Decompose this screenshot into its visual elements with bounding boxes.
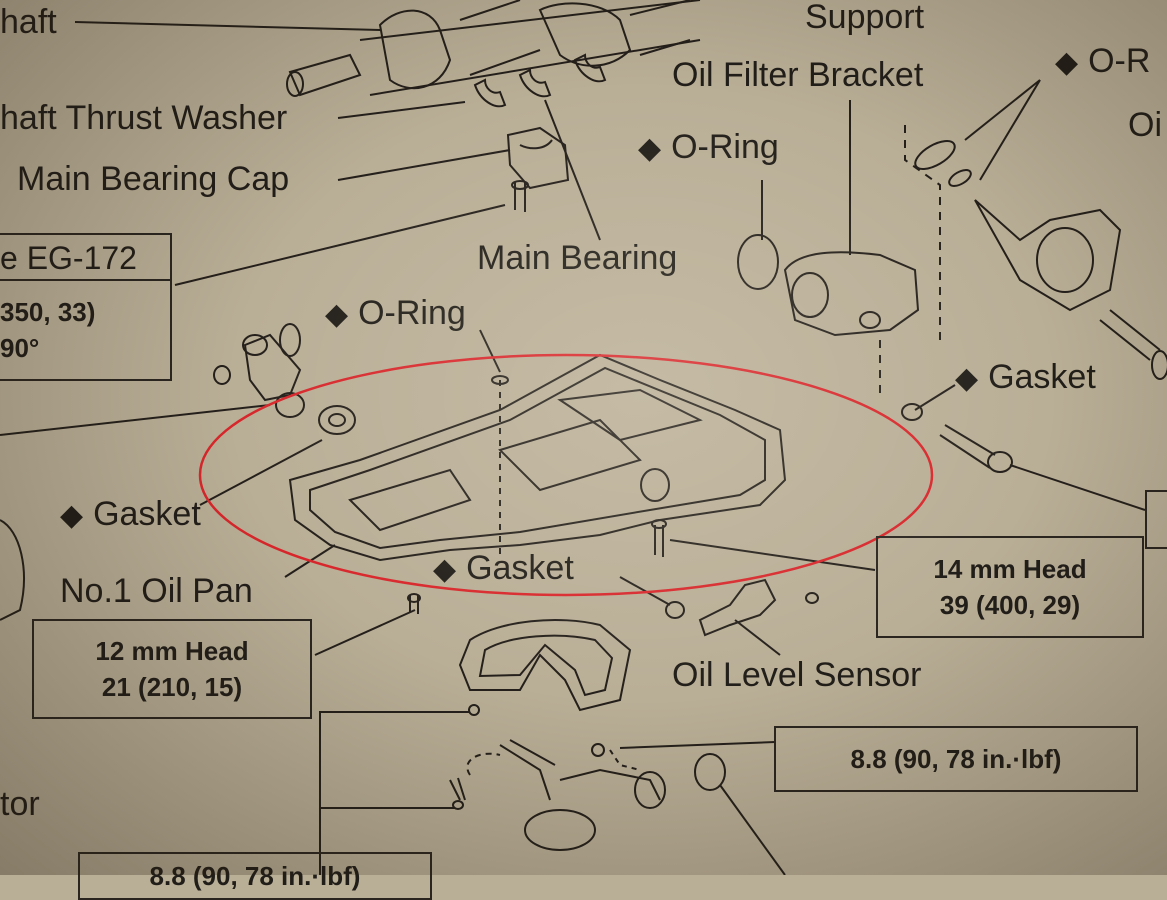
label-o-ring-top-right-text: O-R <box>1088 42 1151 80</box>
leader-bottom-right <box>719 784 786 875</box>
leader-main-bearing-cap <box>337 149 511 181</box>
torque-box-8-8-bottom: 8.8 (90, 78 in.·lbf) <box>78 852 432 900</box>
label-oil-filter-bracket: Oil Filter Bracket <box>672 56 924 94</box>
diamond-icon: ◆ <box>638 132 662 165</box>
oil-cooler-drawing <box>914 140 1167 380</box>
eg-torque-line-1: 350, 33) <box>0 296 96 327</box>
label-thrust-washer: haft Thrust Washer <box>0 99 288 137</box>
eg-torque-line-2: 90° <box>0 333 40 363</box>
oil-strainer-drawing <box>449 739 726 851</box>
main-bearing-cap-drawing <box>506 126 570 212</box>
torque-box-14mm-line-2: 39 (400, 29) <box>939 590 1081 620</box>
leader-o-ring-tr-a <box>964 79 1041 141</box>
leader-eg-box <box>174 204 506 286</box>
label-o-ring-top-right-2: Oi <box>1128 106 1162 144</box>
diamond-icon: ◆ <box>60 499 84 532</box>
diamond-icon: ◆ <box>1055 46 1079 79</box>
label-main-bearing-cap: Main Bearing Cap <box>17 160 290 198</box>
leader-bracket-bottom-left <box>319 711 470 875</box>
leader-o-ring-pan <box>479 329 501 373</box>
torque-box-14mm-line-1: 14 mm Head <box>933 553 1087 584</box>
label-gasket-right-text: Gasket <box>988 358 1096 396</box>
leader-gasket-right <box>914 384 956 411</box>
label-gasket-left-text: Gasket <box>93 495 201 533</box>
label-o-ring-filter-text: O-Ring <box>671 128 779 166</box>
oil-level-sensor-drawing <box>665 578 819 637</box>
leader-oil-level-sensor <box>734 619 781 656</box>
eg-torque-box: 350, 33) 90° <box>0 279 172 381</box>
torque-box-12mm: 12 mm Head 21 (210, 15) <box>32 619 312 719</box>
leader-o-ring-tr-b <box>979 79 1041 181</box>
label-support: Support <box>805 0 925 36</box>
label-gasket-right: ◆ Gasket <box>955 360 1096 394</box>
leader-left-edge <box>0 404 271 436</box>
leader-crankshaft <box>74 21 381 31</box>
highlight-ellipse <box>198 353 934 597</box>
torque-box-12mm-line-2: 21 (210, 15) <box>101 672 243 702</box>
thrust-washer-drawing <box>473 53 607 108</box>
label-strainer-partial: tor <box>0 785 40 823</box>
label-gasket-center-text: Gasket <box>466 549 574 587</box>
partial-box-right-edge <box>1145 490 1167 549</box>
label-o-ring-pan-text: O-Ring <box>358 294 466 332</box>
diamond-icon: ◆ <box>955 362 979 395</box>
label-gasket-left: ◆ Gasket <box>60 497 201 531</box>
diamond-icon: ◆ <box>433 553 457 586</box>
diamond-icon: ◆ <box>325 298 349 331</box>
torque-box-8-8-right-text: 8.8 (90, 78 in.·lbf) <box>850 743 1062 774</box>
right-bolt-drawing <box>901 403 1013 473</box>
label-o-ring-filter: ◆ O-Ring <box>638 130 779 164</box>
label-main-bearing: Main Bearing <box>477 239 678 277</box>
leader-88-right <box>619 741 776 749</box>
torque-box-14mm: 14 mm Head 39 (400, 29) <box>876 536 1144 638</box>
leader-thrust-washer <box>337 101 466 119</box>
eg-reference-box: e EG-172 <box>0 233 172 281</box>
label-gasket-center: ◆ Gasket <box>433 551 574 585</box>
torque-box-12mm-line-1: 12 mm Head <box>95 635 249 666</box>
label-oil-level-sensor: Oil Level Sensor <box>672 656 922 694</box>
leader-12mm <box>314 609 416 656</box>
label-no1-oil-pan: No.1 Oil Pan <box>60 572 253 610</box>
label-o-ring-top-right: ◆ O-R <box>1055 44 1150 78</box>
eg-reference-text: e EG-172 <box>0 239 137 276</box>
leader-gasket-left <box>199 439 323 506</box>
parts-line-art <box>0 0 1167 875</box>
label-o-ring-pan: ◆ O-Ring <box>325 296 466 330</box>
leader-14mm <box>669 539 876 571</box>
leader-right-edge <box>1009 464 1146 511</box>
oil-filter-bracket-drawing <box>737 125 941 400</box>
torque-box-8-8-right: 8.8 (90, 78 in.·lbf) <box>774 726 1138 792</box>
leader-main-bearing <box>544 99 601 241</box>
torque-box-8-8-bottom-text: 8.8 (90, 78 in.·lbf) <box>149 861 361 891</box>
label-crankshaft: haft <box>0 3 57 41</box>
crankshaft-drawing <box>286 0 701 97</box>
oil-pan-drawing <box>288 353 787 614</box>
lower-gasket-drawing <box>458 619 632 716</box>
